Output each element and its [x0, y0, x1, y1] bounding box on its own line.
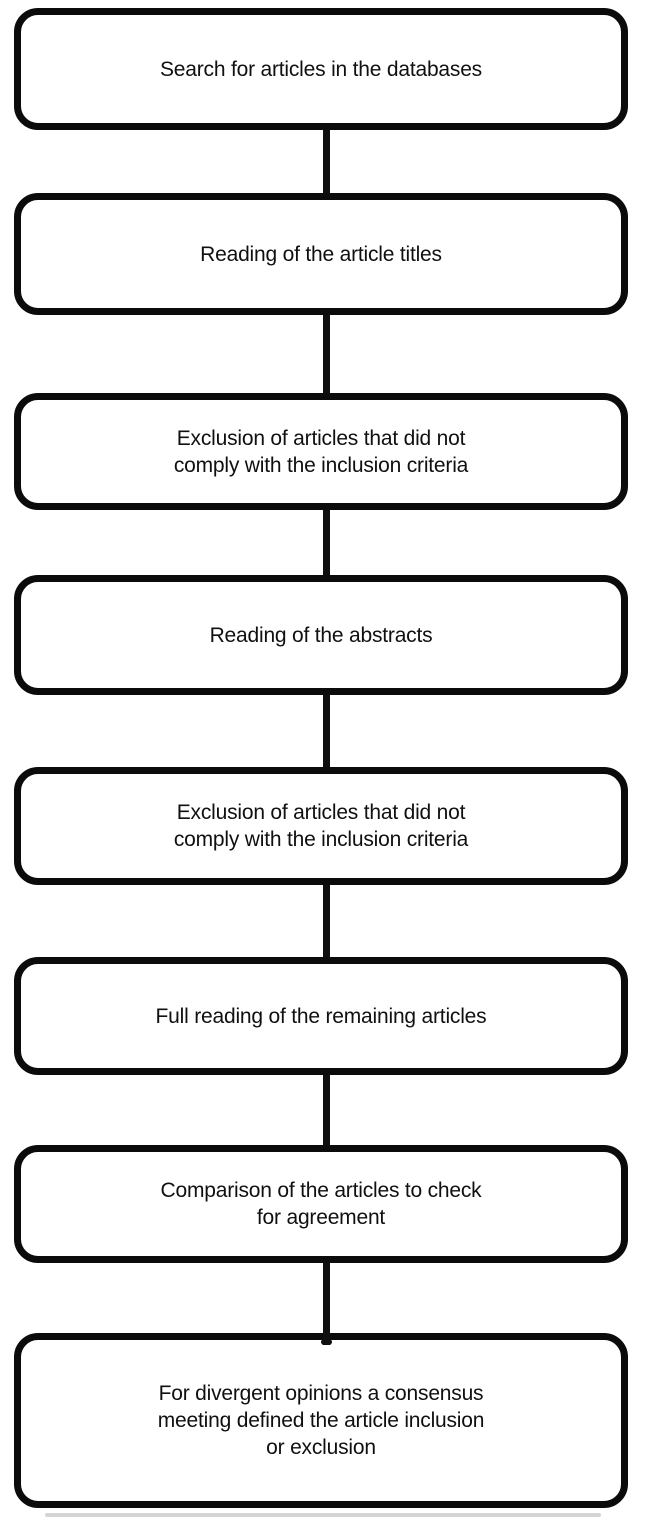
step-6-box: Full reading of the remaining articles	[14, 957, 628, 1075]
step-6-label: Full reading of the remaining articles	[155, 1004, 487, 1028]
scan-shadow-artifact	[45, 1513, 601, 1517]
step-1-label: Search for articles in the databases	[160, 57, 482, 81]
connector-7-8	[321, 1263, 332, 1345]
step-8-box: For divergent opinions a consensus meeti…	[14, 1333, 628, 1508]
step-7-label: Comparison of the articles to check for …	[160, 1179, 482, 1229]
step-5-label: Exclusion of articles that did not compl…	[173, 801, 469, 851]
step-2-label: Reading of the article titles	[200, 242, 442, 266]
step-3-box: Exclusion of articles that did not compl…	[14, 393, 628, 510]
connector-1-2	[323, 130, 330, 193]
connector-6-7	[323, 1075, 330, 1145]
step-1-box: Search for articles in the databases	[14, 8, 628, 130]
step-4-box: Reading of the abstracts	[14, 575, 628, 695]
step-5-box: Exclusion of articles that did not compl…	[14, 767, 628, 885]
connector-3-4	[323, 510, 330, 575]
step-3-label: Exclusion of articles that did not compl…	[173, 426, 469, 477]
connector-2-3	[323, 315, 330, 393]
step-8-label: For divergent opinions a consensus meeti…	[157, 1382, 485, 1459]
step-4-label: Reading of the abstracts	[209, 623, 433, 647]
step-7-box: Comparison of the articles to check for …	[14, 1145, 628, 1263]
step-2-box: Reading of the article titles	[14, 193, 628, 315]
connector-4-5	[323, 695, 330, 767]
connector-5-6	[323, 885, 330, 957]
